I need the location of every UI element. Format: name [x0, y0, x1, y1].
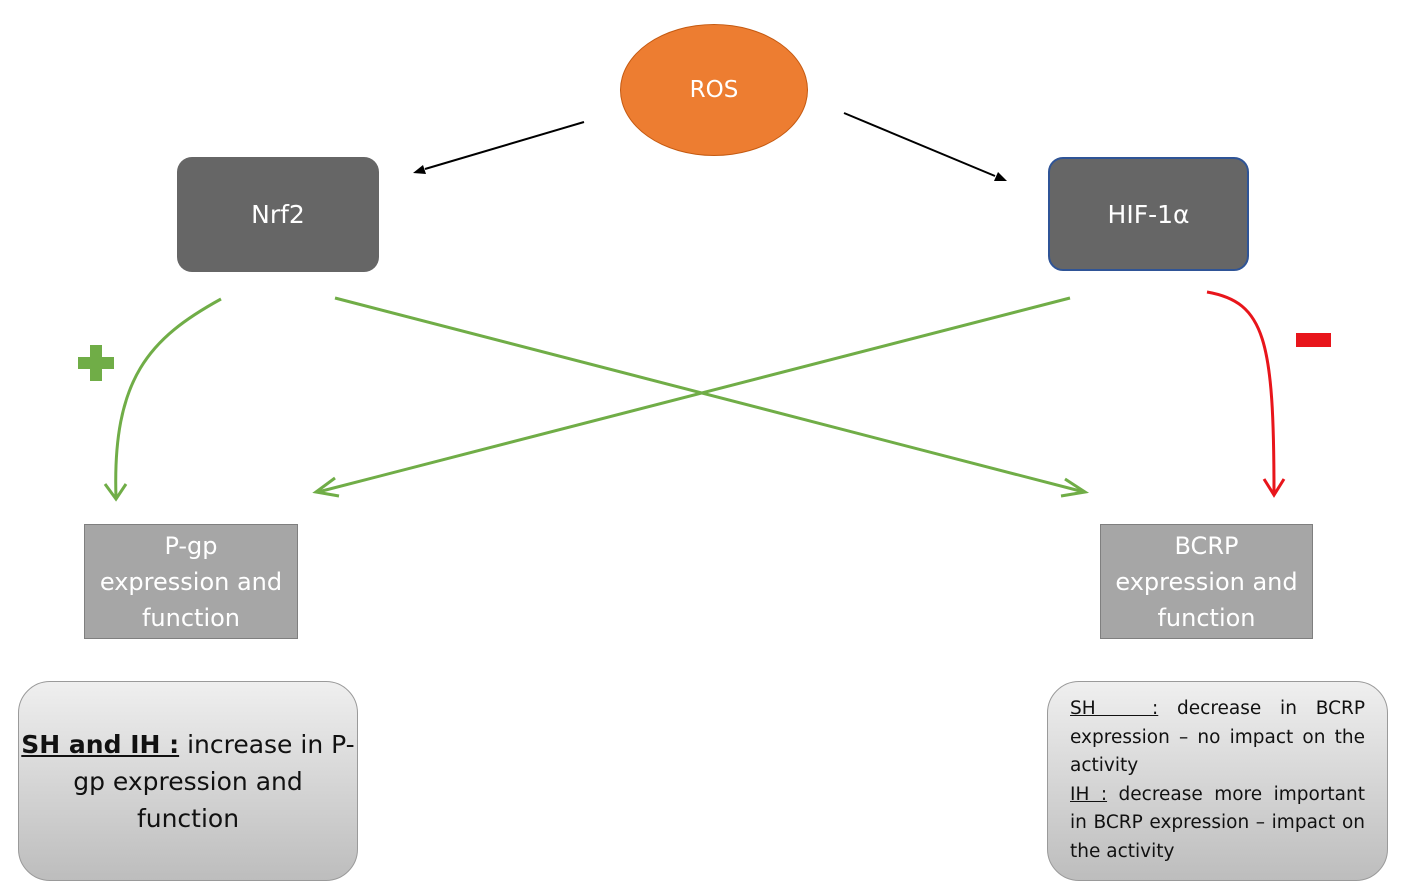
inhibition-minus-icon — [1296, 333, 1331, 347]
bcrp-label-line2: expression and — [1115, 567, 1298, 596]
bcrp-note-sh: SH : decrease in BCRP expression – no im… — [1070, 695, 1365, 781]
bcrp-note-sh-label: SH : — [1070, 698, 1159, 719]
pgp-label-line2: expression and — [99, 567, 283, 596]
nrf2-label: Nrf2 — [251, 200, 305, 229]
nrf2-to-pgp-arrow — [114, 297, 222, 499]
pgp-label-line3: function — [141, 603, 241, 632]
pgp-label-line1: P-gp — [164, 531, 218, 560]
pgp-effect-note: SH and IH : increase in P-gp expression … — [18, 681, 358, 881]
ros-to-nrf2-arrow — [424, 121, 585, 170]
bcrp-note-ih-text: decrease more important in BCRP expressi… — [1070, 783, 1365, 862]
ros-to-nrf2-arrowhead — [413, 165, 426, 174]
hif1a-node: HIF-1α — [1048, 157, 1249, 271]
pgp-note-label: SH and IH : — [21, 730, 180, 759]
ros-to-hif-arrowhead — [994, 172, 1007, 181]
pgp-node: P-gp expression and function — [84, 524, 298, 639]
activation-plus-icon — [78, 345, 114, 381]
hif-to-bcrp-inhibition-arrow — [1206, 290, 1276, 495]
bcrp-label-line1: BCRP — [1174, 531, 1239, 560]
bcrp-effect-note: SH : decrease in BCRP expression – no im… — [1047, 681, 1388, 881]
nrf2-to-pgp-arrowhead — [103, 483, 128, 502]
ros-to-hif-arrow — [843, 112, 996, 177]
hif-to-bcrp-arrowhead — [1262, 478, 1286, 498]
bcrp-note-ih: IH : decrease more important in BCRP exp… — [1070, 781, 1365, 867]
bcrp-note-ih-label: IH : — [1070, 783, 1108, 805]
ros-label: ROS — [689, 77, 739, 103]
hif-to-pgp-arrowhead — [312, 476, 340, 498]
bcrp-node: BCRP expression and function — [1100, 524, 1313, 639]
hif1a-label: HIF-1α — [1107, 199, 1190, 229]
pgp-note-text: increase in P-gp expression and function — [73, 730, 355, 833]
nrf2-to-bcrp-arrow — [334, 296, 1085, 494]
nrf2-to-bcrp-arrowhead — [1060, 477, 1090, 498]
nrf2-node: Nrf2 — [177, 157, 379, 272]
hif-to-pgp-arrow — [317, 296, 1071, 494]
bcrp-note-sh-text: decrease in BCRP expression – no impact … — [1070, 698, 1365, 776]
ros-node: ROS — [620, 24, 808, 156]
bcrp-label-line3: function — [1157, 603, 1256, 632]
